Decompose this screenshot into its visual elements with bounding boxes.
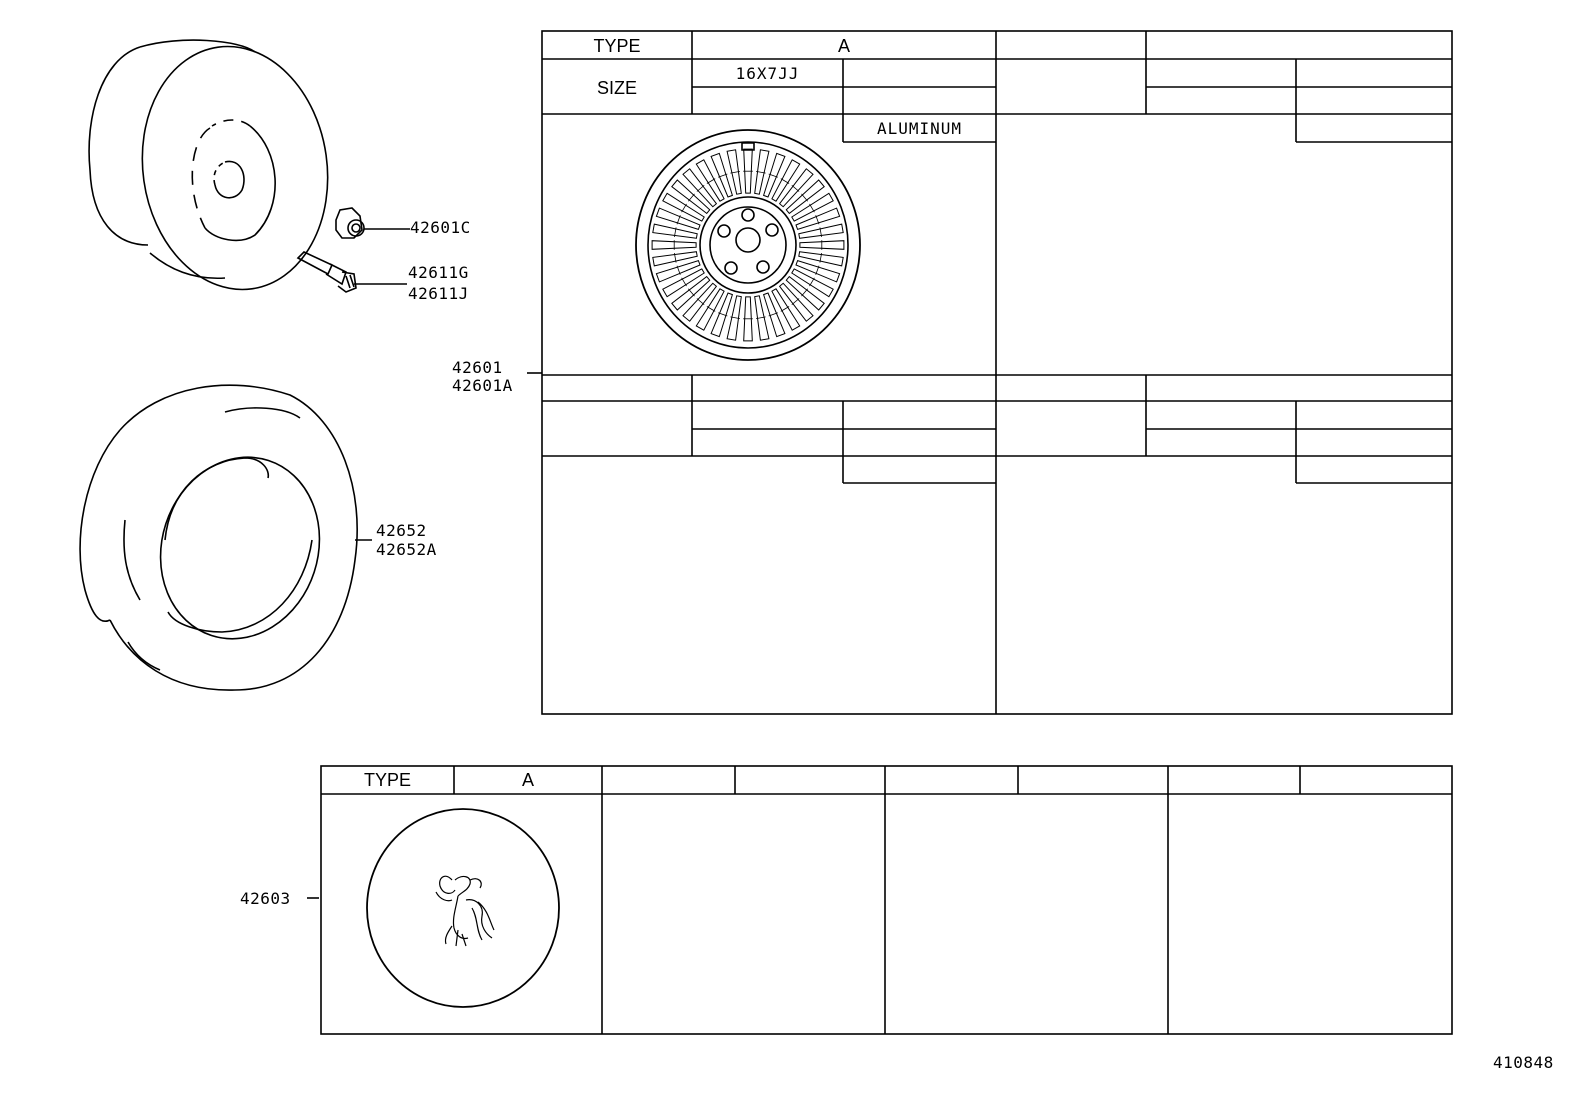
wheel-spoke-tick xyxy=(718,312,728,317)
wheel-spoke-slot xyxy=(671,179,711,215)
wheel-spoke-tick xyxy=(801,193,809,202)
wheel-spoke-slot xyxy=(743,148,753,194)
wheel-spoke-tick xyxy=(718,173,728,178)
wheel-spoke-tick xyxy=(687,193,695,202)
wheel-spoke-slot xyxy=(798,251,844,267)
wheel-spoke-slot xyxy=(652,251,698,267)
aluminum-wheel-icon xyxy=(635,129,861,361)
wheel-spoke-tick xyxy=(676,215,681,225)
wheel-spoke-tick xyxy=(706,306,716,312)
ornament-type-header: TYPE xyxy=(363,770,411,790)
wheel-spoke-tick xyxy=(687,288,695,297)
wheel-spoke-tick xyxy=(780,178,790,184)
wheel-spoke-tick xyxy=(768,173,778,178)
wheel-spoke-tick xyxy=(730,171,740,174)
wheel-spoke-slot xyxy=(754,149,770,195)
part-label-42652: 42652 xyxy=(376,521,427,540)
wheel-spoke-tick xyxy=(815,215,820,225)
wheel-spoke-tick xyxy=(809,277,815,287)
wheel-spoke-slot xyxy=(652,223,698,239)
wheel-spoke-slot xyxy=(762,292,786,338)
wheel-spoke-slot xyxy=(695,288,725,331)
wheel-size-header: SIZE xyxy=(596,78,637,98)
wheel-size-value: 16X7JJ xyxy=(735,64,800,83)
wheel-spoke-slot xyxy=(795,259,841,283)
wheel-spoke-slot xyxy=(771,288,801,331)
part-label-42601A: 42601A xyxy=(452,376,513,395)
part-label-42652A: 42652A xyxy=(376,540,437,559)
wheel-spoke-tick xyxy=(791,184,800,192)
wheel-spoke-tick xyxy=(676,265,681,275)
wheel-spoke-tick xyxy=(815,265,820,275)
part-label-42611G: 42611G xyxy=(408,263,469,282)
wheel-spoke-slot xyxy=(651,240,697,250)
wheel-spoke-tick xyxy=(756,316,766,319)
wheel-table-grid xyxy=(541,30,1453,715)
wheel-spoke-tick xyxy=(674,227,677,237)
wheel-spoke-tick xyxy=(809,203,815,213)
ornament-table-grid xyxy=(320,765,1453,1035)
wheel-spoke-tick xyxy=(819,227,822,237)
valve-stem-icon xyxy=(296,251,357,293)
wheel-spoke-tick xyxy=(780,306,790,312)
wheel-spoke-tick xyxy=(791,298,800,306)
wheel-spoke-slot xyxy=(655,259,701,283)
wheel-spoke-slot xyxy=(743,296,753,342)
ornament-type-value: A xyxy=(521,770,534,790)
wheel-type-value: A xyxy=(837,36,850,56)
wheel-spoke-slot xyxy=(785,275,825,311)
wheel-spoke-slot xyxy=(710,152,734,198)
wheel-spoke-tick xyxy=(681,277,687,287)
wheel-spoke-slot xyxy=(726,149,742,195)
wheel-spoke-slot xyxy=(778,282,814,322)
wheel-spoke-tick xyxy=(706,178,716,184)
tire-icon xyxy=(79,384,358,691)
wheel-spoke-tick xyxy=(768,312,778,317)
wheel-spoke-tick xyxy=(801,288,809,297)
wheel-spoke-slot xyxy=(726,295,742,341)
part-label-42603: 42603 xyxy=(240,889,291,908)
wheel-spoke-tick xyxy=(730,316,740,319)
wheel-spoke-slot xyxy=(710,292,734,338)
wheel-spoke-slot xyxy=(795,207,841,231)
wheel-spoke-tick xyxy=(681,203,687,213)
wheel-spoke-slot xyxy=(682,168,718,208)
wheel-spoke-slot xyxy=(754,295,770,341)
illustration-number: 410848 xyxy=(1493,1053,1554,1072)
wheel-spoke-tick xyxy=(696,184,705,192)
wheel-spoke-slot xyxy=(778,168,814,208)
wheel-spoke-slot xyxy=(791,192,834,222)
wheel-type-header: TYPE xyxy=(593,36,641,56)
wheel-spoke-slot xyxy=(762,152,786,198)
wheel-spoke-slot xyxy=(682,282,718,322)
wheel-spoke-slot xyxy=(785,179,825,215)
wheel-spoke-slot xyxy=(662,192,705,222)
wheel-spoke-slot xyxy=(695,159,725,202)
wheel-spoke-slot xyxy=(791,268,834,298)
part-label-42611J: 42611J xyxy=(408,284,469,303)
wheel-spoke-slot xyxy=(671,275,711,311)
wheel-spoke-slot xyxy=(798,223,844,239)
wheel-material: ALUMINUM xyxy=(876,119,963,138)
wheel-spoke-slot xyxy=(655,207,701,231)
phoenix-emblem-icon xyxy=(366,808,560,1008)
wheel-spoke-slot xyxy=(799,240,845,250)
wheel-spoke-tick xyxy=(674,253,677,263)
wheel-spoke-slot xyxy=(771,159,801,202)
part-label-42601: 42601 xyxy=(452,358,503,377)
wheel-spoke-tick xyxy=(756,171,766,174)
wheel-spoke-slot xyxy=(662,268,705,298)
wheel-spoke-tick xyxy=(696,298,705,306)
hub-nut-icon xyxy=(335,207,365,239)
wheel-spoke-tick xyxy=(819,253,822,263)
spare-tire-icon xyxy=(88,39,329,291)
part-label-42601C: 42601C xyxy=(410,218,471,237)
